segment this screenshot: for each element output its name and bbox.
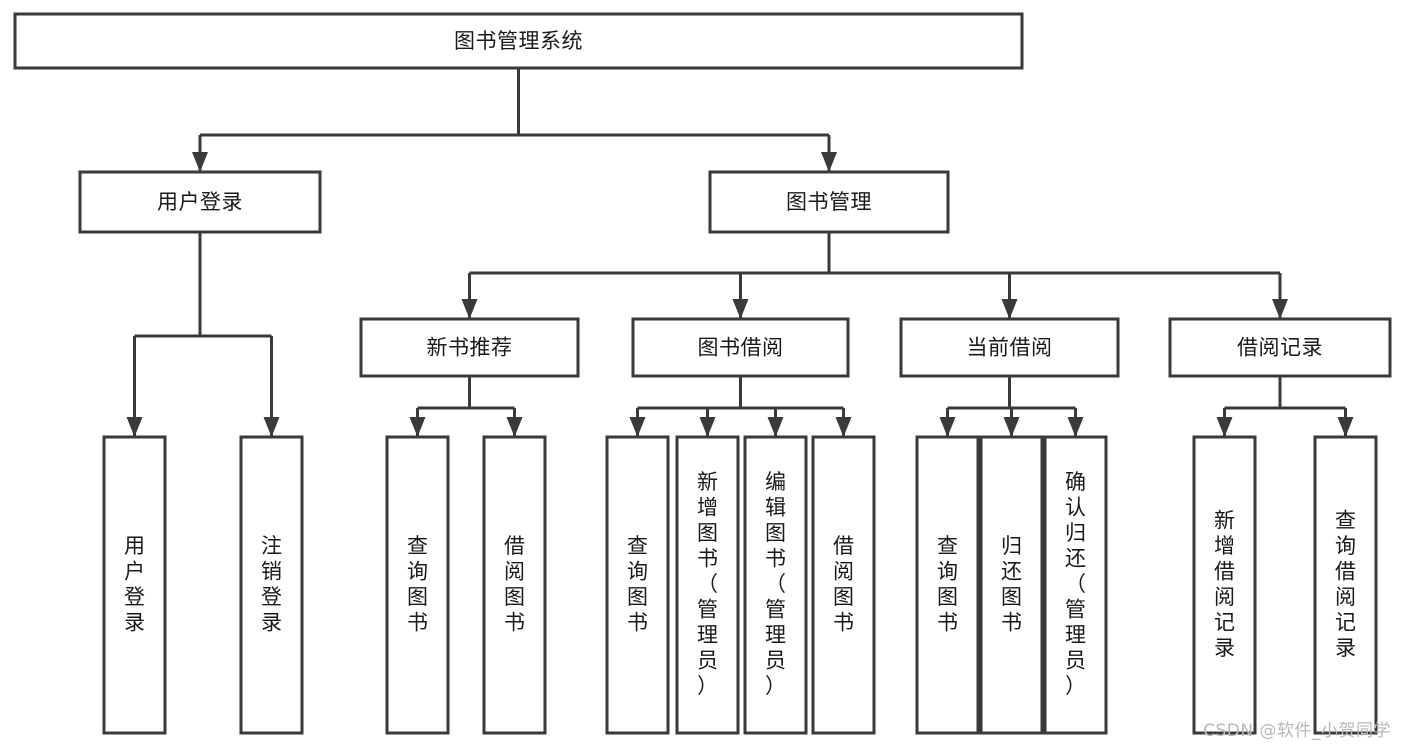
arrow-head-icon [767, 417, 784, 437]
node-bb-edit-book[interactable]: 编辑图书（管理员） [743, 435, 808, 735]
node-label-bb-query-book: 查询图书 [627, 534, 648, 635]
node-box-cb-query-book[interactable] [915, 435, 980, 735]
node-br-query-record[interactable]: 查询借阅记录 [1313, 435, 1378, 735]
node-label-user-login-do: 用户登录 [124, 534, 145, 635]
node-box-br-query-record[interactable] [1313, 435, 1378, 735]
node-box-user-login[interactable] [78, 170, 322, 234]
node-box-user-login-do[interactable] [102, 435, 167, 735]
node-label-root: 图书管理系统 [454, 29, 583, 53]
node-box-current-borrow[interactable] [899, 317, 1120, 378]
node-br-add-record[interactable]: 新增借阅记录 [1192, 435, 1257, 735]
arrow-head-icon [1001, 299, 1018, 319]
node-current-borrow[interactable]: 当前借阅 [899, 317, 1120, 378]
node-label-borrow-record: 借阅记录 [1237, 336, 1323, 360]
arrow-head-icon [732, 299, 749, 319]
node-user-logout[interactable]: 注销登录 [239, 435, 304, 735]
node-layer: 图书管理系统用户登录图书管理用户登录注销登录新书推荐查询图书借阅图书图书借阅查询… [13, 12, 1392, 735]
node-box-bb-borrow-book[interactable] [811, 435, 876, 735]
arrow-head-icon [1272, 299, 1288, 319]
node-box-bb-add-book[interactable] [675, 435, 740, 735]
node-box-nb-borrow-book[interactable] [482, 435, 547, 735]
node-cb-return-book[interactable]: 归还图书 [979, 435, 1044, 735]
arrow-head-icon [506, 417, 523, 437]
node-box-nb-query-book[interactable] [385, 435, 450, 735]
node-label-br-query-record: 查询借阅记录 [1335, 508, 1356, 660]
arrow-head-icon [1337, 417, 1354, 437]
node-user-login-do[interactable]: 用户登录 [102, 435, 167, 735]
node-box-book-borrow[interactable] [631, 317, 850, 378]
node-label-user-logout: 注销登录 [261, 534, 282, 635]
node-label-new-book-recommend: 新书推荐 [427, 336, 513, 360]
arrow-head-icon [1216, 417, 1233, 437]
node-borrow-record[interactable]: 借阅记录 [1168, 317, 1392, 378]
node-book-manage[interactable]: 图书管理 [708, 170, 950, 234]
arrow-head-icon [699, 417, 716, 437]
connector-layer [126, 68, 1354, 437]
node-box-new-book-recommend[interactable] [359, 317, 580, 378]
node-label-book-manage: 图书管理 [786, 190, 872, 214]
node-box-br-add-record[interactable] [1192, 435, 1257, 735]
arrow-head-icon [629, 417, 646, 437]
node-bb-add-book[interactable]: 新增图书（管理员） [675, 435, 740, 735]
node-label-bb-add-book: 新增图书（管理员） [697, 470, 718, 698]
node-label-bb-edit-book: 编辑图书（管理员） [765, 470, 786, 698]
node-bb-borrow-book[interactable]: 借阅图书 [811, 435, 876, 735]
node-label-cb-query-book: 查询图书 [937, 534, 958, 635]
node-box-book-manage[interactable] [708, 170, 950, 234]
node-root[interactable]: 图书管理系统 [13, 12, 1024, 70]
node-box-user-logout[interactable] [239, 435, 304, 735]
arrow-head-icon [263, 417, 280, 437]
node-box-bb-edit-book[interactable] [743, 435, 808, 735]
arrow-head-icon [939, 417, 956, 437]
node-box-cb-return-book[interactable] [979, 435, 1044, 735]
arrow-head-icon [1067, 417, 1084, 437]
node-cb-confirm-return[interactable]: 确认归还（管理员） [1043, 435, 1108, 735]
node-box-bb-query-book[interactable] [605, 435, 670, 735]
node-box-borrow-record[interactable] [1168, 317, 1392, 378]
node-nb-query-book[interactable]: 查询图书 [385, 435, 450, 735]
node-label-nb-query-book: 查询图书 [407, 534, 428, 635]
node-label-user-login: 用户登录 [157, 190, 243, 214]
node-label-current-borrow: 当前借阅 [967, 336, 1053, 360]
node-box-cb-confirm-return[interactable] [1043, 435, 1108, 735]
node-label-nb-borrow-book: 借阅图书 [504, 534, 525, 635]
node-bb-query-book[interactable]: 查询图书 [605, 435, 670, 735]
node-label-bb-borrow-book: 借阅图书 [833, 534, 854, 635]
arrow-head-icon [409, 417, 426, 437]
node-new-book-recommend[interactable]: 新书推荐 [359, 317, 580, 378]
node-nb-borrow-book[interactable]: 借阅图书 [482, 435, 547, 735]
node-label-cb-return-book: 归还图书 [1001, 534, 1022, 635]
node-label-cb-confirm-return: 确认归还（管理员） [1065, 470, 1086, 698]
arrow-head-icon [192, 152, 208, 172]
arrow-head-icon [835, 417, 852, 437]
arrow-head-icon [461, 299, 478, 319]
node-cb-query-book[interactable]: 查询图书 [915, 435, 980, 735]
arrow-head-icon [1003, 417, 1020, 437]
node-user-login[interactable]: 用户登录 [78, 170, 322, 234]
node-label-book-borrow: 图书借阅 [698, 336, 784, 360]
node-box-root[interactable] [13, 12, 1024, 70]
node-label-br-add-record: 新增借阅记录 [1214, 508, 1235, 660]
node-book-borrow[interactable]: 图书借阅 [631, 317, 850, 378]
arrow-head-icon [126, 417, 143, 437]
arrow-head-icon [821, 152, 837, 172]
